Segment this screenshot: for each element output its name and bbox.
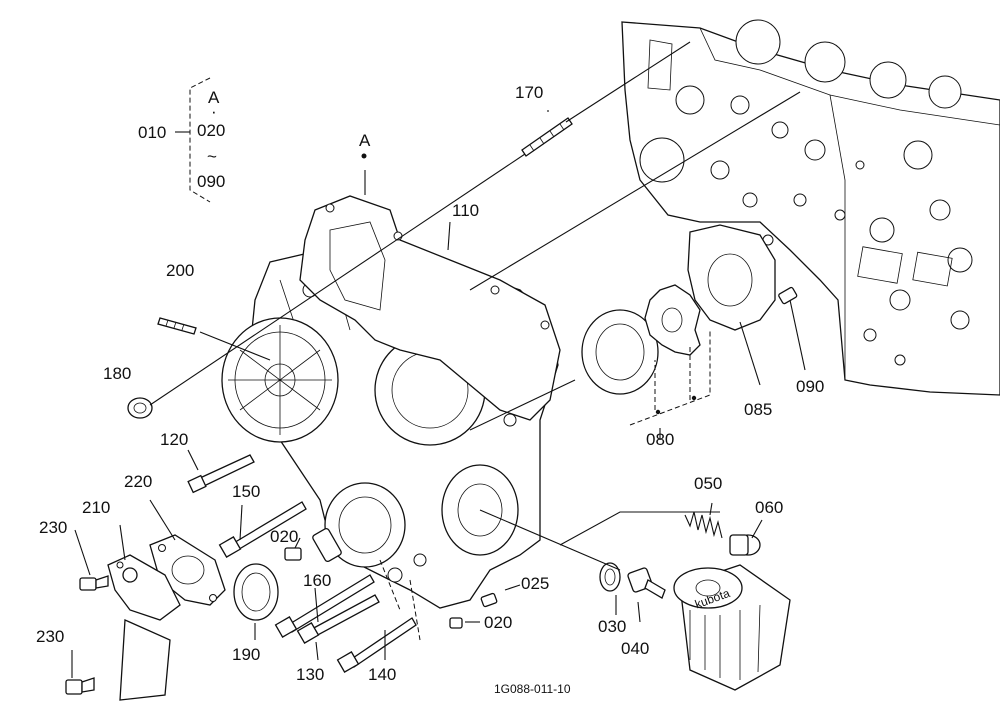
callout-025: 025 (521, 574, 549, 593)
water-flange-210 (107, 554, 181, 701)
plug-020-lower (449, 617, 463, 629)
callout-190: 190 (232, 645, 260, 664)
callout-090: 090 (796, 377, 824, 396)
callout-200: 200 (166, 261, 194, 280)
union-040 (627, 567, 666, 599)
callout-220: 220 (124, 472, 152, 491)
bolt-140 (336, 617, 417, 673)
plug-020-upper (284, 527, 342, 563)
plug-090 (778, 286, 798, 305)
callout-060: 060 (755, 498, 783, 517)
callout-020-lower: 020 (484, 613, 512, 632)
group-bracket: A · 020 ~ 090 010 (138, 77, 225, 203)
callout-140: 140 (368, 665, 396, 684)
callout-180: 180 (103, 364, 131, 383)
callout-030: 030 (598, 617, 626, 636)
group-to-label: 090 (197, 172, 225, 191)
plug-060 (729, 534, 761, 556)
callout-160: 160 (303, 571, 331, 590)
callout-210: 210 (82, 498, 110, 517)
stud-200 (157, 317, 197, 335)
figure-code: 1G088-011-10 (494, 682, 571, 696)
bolt-130 (296, 594, 380, 644)
spring-050 (684, 511, 723, 539)
group-from-label: 020 (197, 121, 225, 140)
callout-labels: A 170 110 200 180 120 220 210 230 230 15… (36, 83, 824, 696)
oil-pump-outer-rotor (581, 309, 659, 395)
callout-150: 150 (232, 482, 260, 501)
callout-A: A (359, 131, 371, 150)
bolt-230-upper (79, 575, 109, 591)
leader-lines (71, 41, 806, 678)
bolt-150 (218, 501, 307, 558)
bracket-080 (629, 330, 711, 426)
bolt-230-lower (65, 677, 95, 695)
gasket-030 (599, 562, 621, 592)
callout-110: 110 (452, 201, 479, 220)
group-dot: · (211, 102, 217, 121)
stud-170 (521, 117, 573, 157)
callout-170: 170 (515, 83, 543, 102)
callout-085: 085 (744, 400, 772, 419)
callout-120: 120 (160, 430, 188, 449)
group-parent-label: 010 (138, 123, 166, 142)
callout-230-lower: 230 (36, 627, 64, 646)
oil-filter: kubota (673, 564, 791, 691)
oil-seal-190 (233, 563, 279, 621)
fan-pulley (221, 317, 339, 443)
bolt-120 (187, 454, 255, 494)
callout-050: 050 (694, 474, 722, 493)
engine-block (621, 19, 1000, 396)
oil-pump-cover-085 (687, 224, 776, 331)
nut-180 (127, 397, 153, 419)
plug-025 (480, 592, 498, 608)
callout-080: 080 (646, 430, 674, 449)
callout-230-upper: 230 (39, 518, 67, 537)
callout-040: 040 (621, 639, 649, 658)
bolt-160 (274, 574, 375, 638)
callout-130: 130 (296, 665, 324, 684)
callout-020-upper: 020 (270, 527, 298, 546)
group-top-label: A (208, 88, 220, 107)
group-tilde: ~ (207, 147, 217, 166)
